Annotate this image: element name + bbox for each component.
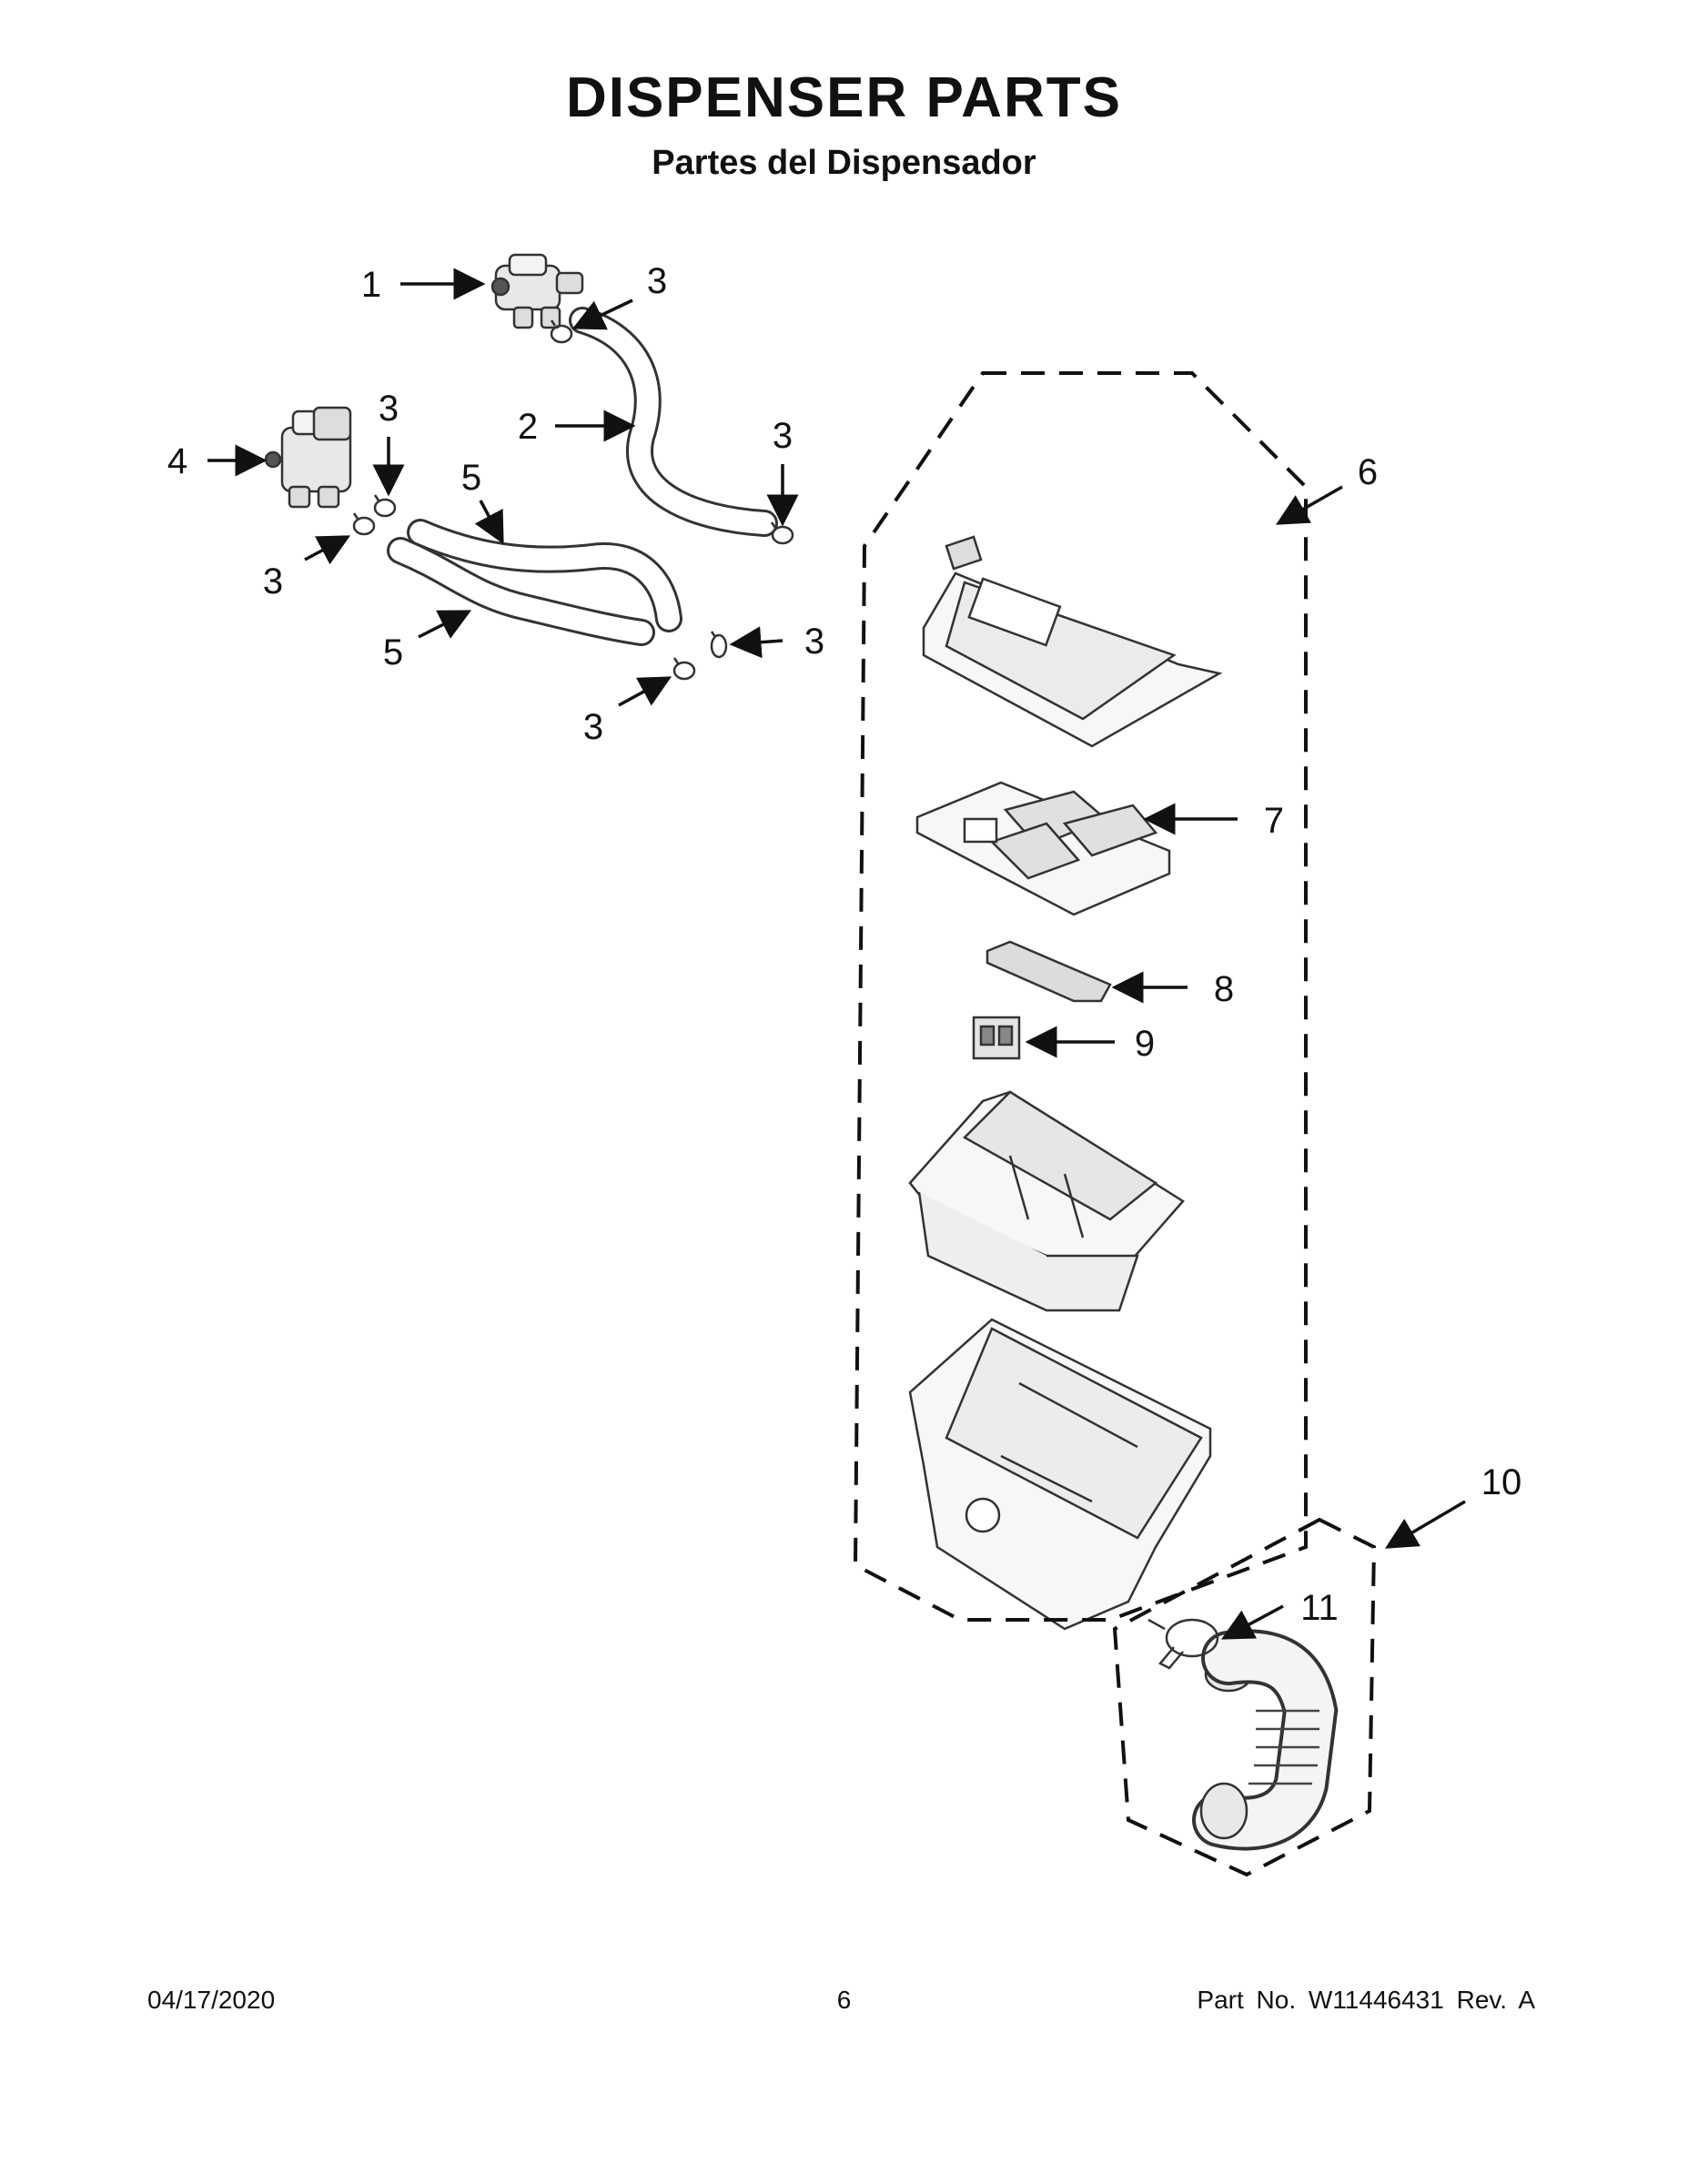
dispenser-housing bbox=[908, 1318, 1212, 1631]
footer-page-number: 6 bbox=[836, 1986, 852, 2014]
page-subtitle: Partes del Dispensador bbox=[652, 144, 1036, 182]
callout-11: 11 bbox=[1300, 1588, 1339, 1628]
hose-clamp bbox=[352, 512, 376, 536]
leader-arrow bbox=[729, 626, 783, 659]
callout-7: 7 bbox=[1264, 801, 1284, 841]
callout-3: 3 bbox=[647, 261, 667, 301]
hose-clamp bbox=[710, 631, 728, 659]
dispenser-cover bbox=[922, 535, 1223, 748]
hose-clamp bbox=[770, 521, 794, 545]
callout-10: 10 bbox=[1481, 1462, 1522, 1502]
dispenser-top-panel bbox=[915, 781, 1171, 916]
callout-3: 3 bbox=[804, 622, 824, 662]
leader-arrow bbox=[418, 610, 472, 639]
dispenser-insert bbox=[972, 1016, 1021, 1060]
leader-arrow bbox=[1220, 1604, 1284, 1640]
callout-4: 4 bbox=[167, 441, 187, 481]
callout-3: 3 bbox=[379, 389, 399, 429]
callout-8: 8 bbox=[1214, 969, 1234, 1009]
inlet-valve-4 bbox=[264, 406, 352, 509]
hose-clamp bbox=[672, 657, 696, 681]
leader-arrow bbox=[1384, 1500, 1466, 1549]
footer-part-number: Part No. W11446431 Rev. A bbox=[1197, 1986, 1535, 2014]
inlet-valve-1 bbox=[490, 253, 584, 329]
leader-arrow bbox=[1275, 485, 1343, 525]
callout-6: 6 bbox=[1358, 452, 1378, 492]
leader-arrow bbox=[618, 676, 672, 707]
callout-1: 1 bbox=[361, 265, 381, 305]
leader-arrow bbox=[304, 535, 351, 565]
page-title: DISPENSER PARTS bbox=[565, 66, 1123, 129]
callout-3: 3 bbox=[583, 707, 603, 747]
group-boundary-10 bbox=[1112, 1517, 1377, 1877]
callout-5: 5 bbox=[461, 458, 481, 498]
dispenser-drawer bbox=[908, 1090, 1185, 1312]
callout-3: 3 bbox=[263, 561, 283, 602]
siphon-cap bbox=[986, 940, 1112, 1003]
hose-clamp bbox=[550, 319, 573, 344]
callout-5: 5 bbox=[383, 632, 403, 672]
callout-3: 3 bbox=[773, 416, 793, 456]
bellows-hose bbox=[1192, 1629, 1339, 1851]
leader-arrow bbox=[571, 298, 633, 330]
leader-arrow bbox=[474, 500, 504, 545]
footer-date: 04/17/2020 bbox=[147, 1986, 276, 2014]
hose-clamp bbox=[373, 494, 397, 518]
callout-9: 9 bbox=[1135, 1024, 1155, 1064]
callout-2: 2 bbox=[518, 407, 538, 447]
hose-clamp-ring bbox=[1147, 1618, 1219, 1670]
